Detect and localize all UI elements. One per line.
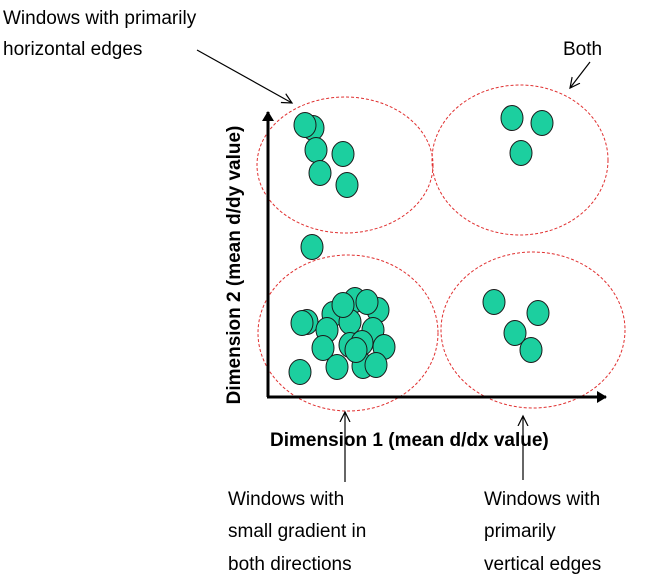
arrow-horizontal-edges [196, 49, 292, 103]
annotation-vertical-edges-line1: Windows with [484, 489, 600, 510]
x-axis-label: Dimension 1 (mean d/dx value) [270, 430, 549, 451]
annotation-arrows [196, 49, 591, 482]
data-point-bottom-left [364, 352, 388, 378]
data-point-top-left [335, 172, 359, 198]
annotation-vertical-edges-line2: primarily [484, 521, 556, 542]
data-point-bottom-right [503, 320, 527, 346]
data-point-bottom-left [344, 337, 368, 363]
data-point-bottom-left [331, 292, 355, 318]
annotation-small-gradient-line3: both directions [228, 554, 352, 575]
data-points [288, 105, 554, 385]
data-point-bottom-left [288, 359, 312, 385]
data-point-top-left [308, 160, 332, 186]
annotation-horizontal-edges-line2: horizontal edges [3, 39, 142, 60]
data-point-top-right [509, 140, 533, 166]
y-axis-label: Dimension 2 (mean d/dy value) [224, 126, 245, 405]
data-point-bottom-left [355, 289, 379, 315]
region-bottom-right [440, 251, 626, 409]
region-top-right [431, 84, 609, 236]
data-point-top-left [293, 112, 317, 138]
data-point-top-left [331, 141, 355, 167]
region-top-left [256, 96, 434, 234]
annotation-small-gradient-line1: Windows with [228, 489, 344, 510]
data-point-bottom-right [526, 300, 550, 326]
annotation-vertical-edges-line3: vertical edges [484, 554, 601, 575]
data-point-bottom-left [311, 335, 335, 361]
data-point-middle [300, 234, 324, 260]
data-point-bottom-left [290, 310, 314, 336]
data-point-top-right [500, 105, 524, 131]
arrow-both [570, 61, 591, 88]
annotation-horizontal-edges-line1: Windows with primarily [3, 8, 197, 29]
data-point-bottom-left [325, 354, 349, 380]
data-point-top-right [530, 110, 554, 136]
data-point-top-left [304, 137, 328, 163]
data-point-bottom-right [482, 289, 506, 315]
data-point-bottom-right [519, 337, 543, 363]
annotation-small-gradient-line2: small gradient in [228, 521, 366, 542]
annotation-both: Both [563, 39, 602, 60]
axes [262, 111, 607, 403]
